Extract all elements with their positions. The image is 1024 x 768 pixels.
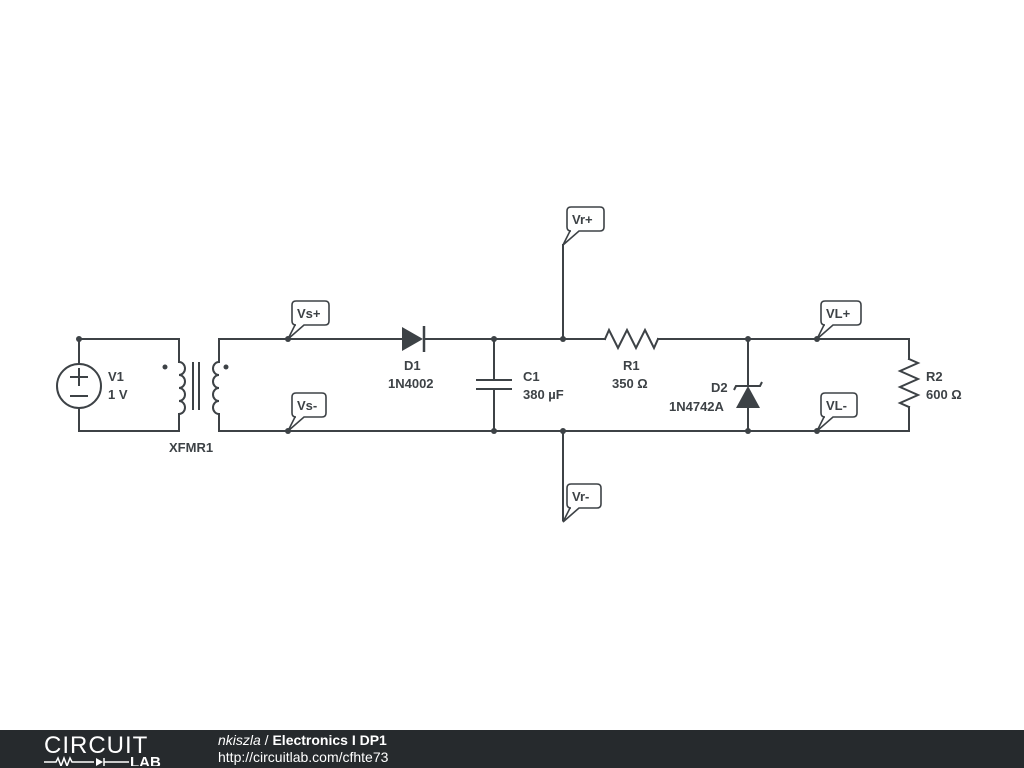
probe-vr-plus-label: Vr+	[572, 212, 593, 227]
zener-diode-d2[interactable]	[733, 338, 763, 432]
d1-value-label: 1N4002	[388, 376, 434, 391]
probe-vs-minus[interactable]: Vs-	[287, 392, 327, 432]
logo-diode-icon	[96, 758, 103, 766]
author-link[interactable]: nkiszla	[218, 732, 261, 748]
r1-name-label: R1	[623, 358, 640, 373]
junction-dot	[76, 336, 82, 342]
probe-vr-minus[interactable]: Vr-	[562, 483, 602, 523]
xfmr1-name-label: XFMR1	[169, 440, 213, 455]
diode-d1[interactable]	[402, 326, 426, 352]
probe-vs-plus[interactable]: Vs+	[287, 300, 330, 340]
d1-name-label: D1	[404, 358, 421, 373]
probe-vr-minus-label: Vr-	[572, 489, 589, 504]
junction-dot	[745, 428, 751, 434]
footer-info: nkiszla / Electronics I DP1 http://circu…	[218, 732, 388, 766]
junction-dot	[491, 428, 497, 434]
d2-value-label: 1N4742A	[669, 399, 725, 414]
junction-dot	[560, 428, 566, 434]
junction-dot	[491, 336, 497, 342]
capacitor-c1[interactable]	[476, 338, 512, 432]
resistor-r1[interactable]	[603, 327, 660, 351]
probe-vl-minus[interactable]: VL-	[816, 392, 858, 432]
resistor-r2[interactable]	[897, 338, 921, 432]
footer-title-line: nkiszla / Electronics I DP1	[218, 732, 388, 749]
voltage-source-v1[interactable]	[56, 338, 102, 432]
v1-value-label: 1 V	[108, 387, 128, 402]
junction-dot	[745, 336, 751, 342]
circuit-title: Electronics I DP1	[272, 732, 387, 748]
junction-dot	[560, 336, 566, 342]
r1-value-label: 350 Ω	[612, 376, 648, 391]
d2-name-label: D2	[711, 380, 728, 395]
c1-value-label: 380 µF	[523, 387, 564, 402]
transformer-xfmr1[interactable]	[162, 338, 229, 432]
probe-vl-plus[interactable]: VL+	[816, 300, 862, 340]
logo-top-text: CIRCUIT	[44, 732, 148, 759]
r2-name-label: R2	[926, 369, 943, 384]
footer-bar: CIRCUIT LAB nkiszla / Electronics I DP1 …	[0, 730, 1024, 768]
v1-name-label: V1	[108, 369, 124, 384]
probe-vs-plus-label: Vs+	[297, 306, 321, 321]
circuit-url[interactable]: http://circuitlab.com/cfhte73	[218, 749, 389, 765]
circuitlab-logo[interactable]: CIRCUIT LAB	[44, 732, 176, 766]
probe-vr-plus[interactable]: Vr+	[562, 206, 605, 246]
logo-resistor-icon	[44, 755, 94, 766]
probe-vl-plus-label: VL+	[826, 306, 851, 321]
probe-vl-minus-label: VL-	[826, 398, 847, 413]
c1-name-label: C1	[523, 369, 540, 384]
circuit-schematic: V1 1 V XFMR1 D1 1N4002 C1 380 µF	[56, 206, 962, 523]
logo-bottom-text: LAB	[130, 754, 161, 766]
probe-vs-minus-label: Vs-	[297, 398, 317, 413]
r2-value-label: 600 Ω	[926, 387, 962, 402]
title-separator: /	[260, 732, 273, 748]
